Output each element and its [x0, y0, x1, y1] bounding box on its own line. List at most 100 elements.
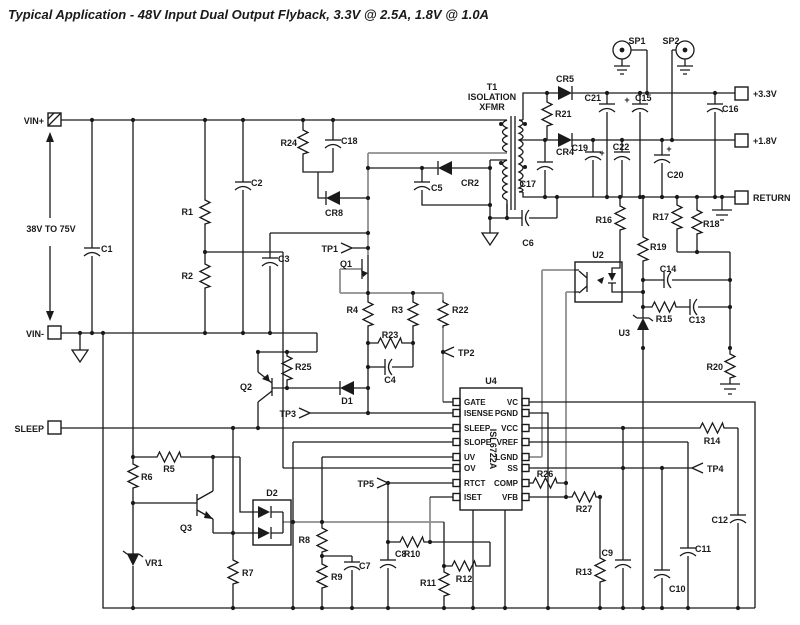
label-r4: R4: [346, 305, 358, 315]
zener-vr1: VR1: [122, 550, 163, 568]
vin-plus-label: VIN+: [24, 116, 44, 126]
ic-u4: U4 ISL6722A GATE ISENSE SLEEP SLOPE UV O…: [452, 376, 530, 511]
pin-uv: UV: [464, 453, 476, 462]
label-r20: R20: [706, 362, 723, 372]
label-r15: R15: [656, 314, 673, 324]
pnp-q2: Q2: [240, 371, 273, 403]
label-c13: C13: [689, 315, 706, 325]
label-r5: R5: [163, 464, 175, 474]
wires: [61, 49, 756, 609]
out-1v8-terminal: +1.8V: [734, 133, 777, 148]
test-point-tp2: TP2: [442, 346, 475, 358]
sleep-label: SLEEP: [14, 424, 44, 434]
label-c22: C22: [613, 142, 630, 152]
ground-symbols: [70, 209, 740, 395]
label-r19: R19: [650, 242, 667, 252]
t1-ref: T1: [487, 82, 498, 92]
mosfet-q1: Q1: [340, 255, 369, 281]
label-r17: R17: [652, 212, 669, 222]
transformer-t1: T1 ISOLATION XFMR: [468, 82, 527, 210]
pin-iset: ISET: [464, 493, 482, 502]
label-r21: R21: [555, 109, 572, 119]
c15-plus: +: [624, 95, 629, 105]
junction-dots: [77, 90, 741, 611]
label-c10: C10: [669, 584, 686, 594]
u4-ref: U4: [485, 376, 497, 386]
label-cr2: CR2: [461, 178, 479, 188]
label-c7: C7: [359, 561, 371, 571]
pin-comp: COMP: [494, 479, 519, 488]
label-c18: C18: [341, 136, 358, 146]
label-r7: R7: [242, 568, 254, 578]
label-q3: Q3: [180, 523, 192, 533]
label-u2: U2: [592, 250, 604, 260]
shunt-ref-u3: U3: [618, 314, 654, 338]
test-point-tp5: TP5: [357, 477, 389, 489]
diode-d1: D1: [339, 381, 354, 406]
sp1-jack: SP1: [612, 36, 646, 75]
label-r2: R2: [181, 271, 193, 281]
diode-cr2: CR2: [437, 161, 479, 188]
test-point-tp3: TP3: [279, 407, 311, 419]
label-u3: U3: [618, 328, 630, 338]
pin-rtct: RTCT: [464, 479, 485, 488]
label-q2: Q2: [240, 382, 252, 392]
vin-minus-label: VIN-: [26, 329, 44, 339]
label-d2: D2: [266, 488, 278, 498]
label-tp3: TP3: [279, 409, 296, 419]
label-r9: R9: [331, 572, 343, 582]
label-tp5: TP5: [357, 479, 374, 489]
label-r27: R27: [576, 504, 593, 514]
label-r14: R14: [704, 436, 721, 446]
label-cr5: CR5: [556, 74, 574, 84]
label-c6: C6: [522, 238, 534, 248]
out-3v3-terminal: +3.3V: [734, 86, 777, 101]
t1-label1: ISOLATION: [468, 92, 516, 102]
c20-plus: +: [666, 144, 671, 154]
label-r11: R11: [420, 578, 436, 588]
optocoupler-u2: U2: [574, 250, 623, 303]
return-label: RETURN: [753, 193, 791, 203]
test-point-tp1: TP1: [321, 242, 353, 254]
label-tp1: TP1: [321, 244, 338, 254]
label-vr1: VR1: [145, 558, 163, 568]
pin-lgnd: LGND: [495, 453, 518, 462]
label-r24: R24: [280, 138, 297, 148]
label-r23: R23: [382, 330, 399, 340]
label-c9: C9: [601, 548, 613, 558]
diode-cr4: CR4: [556, 133, 574, 157]
label-c4: C4: [384, 375, 396, 385]
sleep-terminal: SLEEP: [14, 420, 62, 435]
label-tp4: TP4: [707, 464, 724, 474]
c19-plus: +: [599, 148, 604, 158]
test-point-tp4: TP4: [691, 462, 724, 474]
label-c15: C15: [635, 93, 652, 103]
label-r3: R3: [391, 305, 403, 315]
u4-pin-stubs: [452, 397, 530, 502]
label-q1: Q1: [340, 259, 352, 269]
pin-vref: VREF: [497, 438, 518, 447]
vin-plus-terminal: VIN+: [24, 112, 62, 127]
label-r1: R1: [181, 207, 193, 217]
u4-left-pin-labels: GATE ISENSE SLEEP SLOPE UV OV RTCT ISET: [464, 398, 494, 502]
label-c21: C21: [584, 93, 601, 103]
resistors: R1 R2 R3 R4 R5 R6 R7 R8 R9 R10 R11 R12 R…: [127, 99, 736, 599]
label-c19: C19: [571, 143, 588, 153]
pin-gate: GATE: [464, 398, 486, 407]
label-c1: C1: [101, 244, 113, 254]
wires-gray: [283, 152, 575, 542]
label-r22: R22: [452, 305, 469, 315]
out-1v8-label: +1.8V: [753, 136, 777, 146]
sp1-label: SP1: [628, 36, 645, 46]
label-tp2: TP2: [458, 348, 475, 358]
label-c12: C12: [711, 515, 728, 525]
dual-diode-d2: D2: [252, 488, 292, 546]
out-3v3-label: +3.3V: [753, 89, 777, 99]
label-c17: C17: [519, 179, 536, 189]
label-r6: R6: [141, 472, 153, 482]
pin-slope: SLOPE: [464, 438, 492, 447]
sp2-jack: SP2: [662, 36, 695, 75]
input-range-arrow: 38V TO 75V: [26, 132, 76, 321]
return-terminal: RETURN: [734, 190, 791, 205]
